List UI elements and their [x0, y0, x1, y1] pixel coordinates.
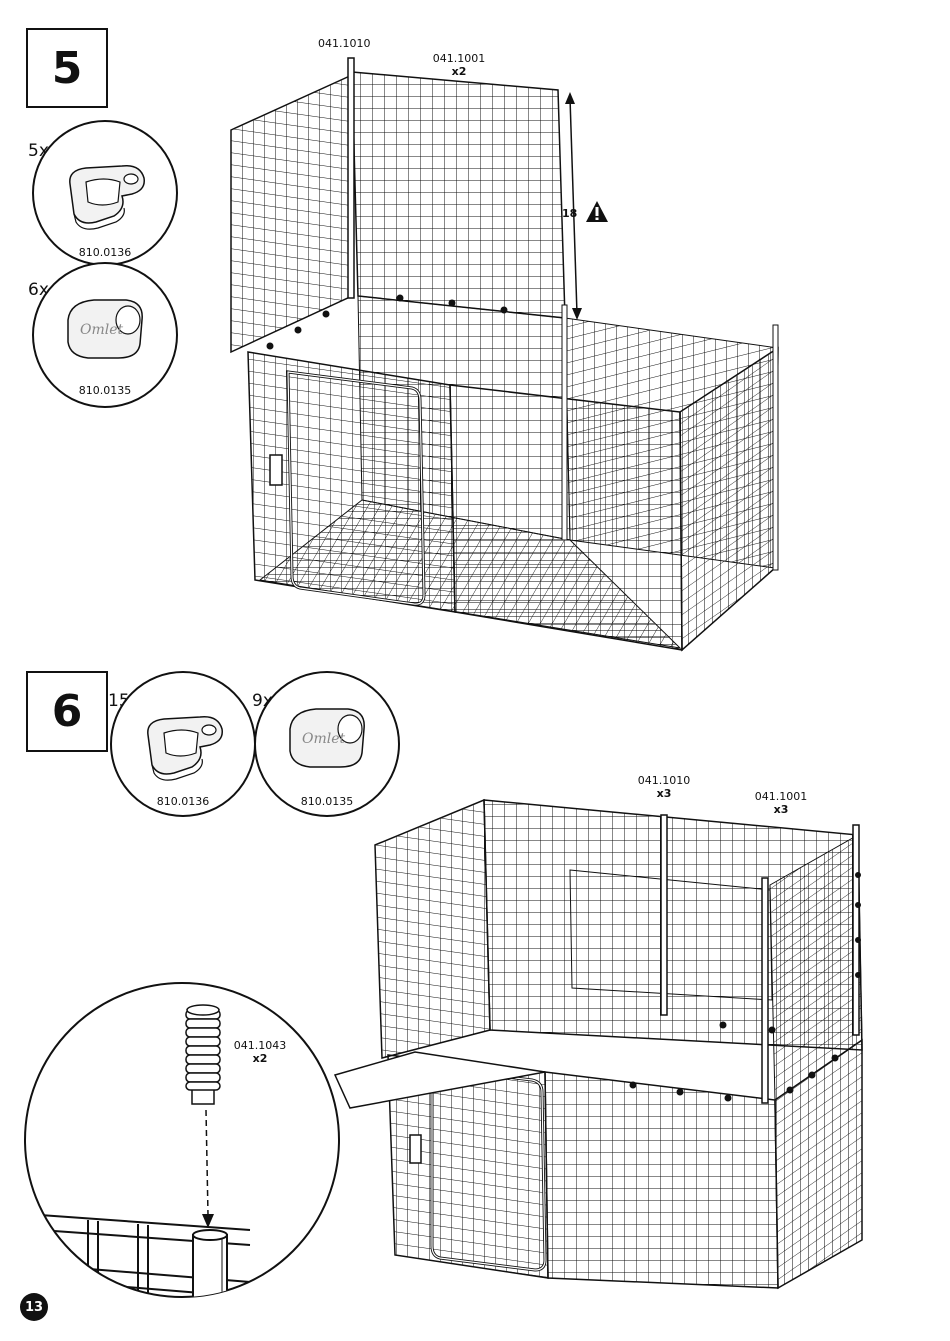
step6-panel-code: 041.1001 — [751, 790, 811, 803]
clip-half-icon — [34, 122, 176, 264]
step6-detail-qty: x2 — [253, 1052, 268, 1065]
step6-detail-label: 041.1043 x2 — [230, 1039, 290, 1065]
step5-post-label: 041.1010 — [318, 37, 371, 50]
panel-tall-back — [352, 72, 565, 318]
step5-height-label: 18 — [562, 207, 577, 220]
clip-connector-icon: Omlet — [256, 673, 398, 815]
door-latch — [410, 1135, 421, 1163]
step6-post-label: 041.1010 x3 — [634, 774, 694, 800]
connector-041-1043 — [186, 1005, 220, 1104]
panel-left-tall — [375, 800, 490, 1058]
clip-half-icon — [112, 673, 254, 815]
step6-part2-circle: Omlet 810.0135 — [254, 671, 400, 817]
step6-number: 6 — [52, 686, 83, 737]
step6-detail-code: 041.1043 — [230, 1039, 290, 1052]
post-041-1010 — [348, 58, 354, 298]
step6-part1-code: 810.0136 — [112, 795, 254, 808]
warning-triangle-icon — [584, 199, 610, 225]
step5-part2-circle: Omlet 810.0135 — [32, 262, 178, 408]
post-041-1010 — [661, 815, 667, 1015]
step5-panel-qty: x2 — [452, 65, 467, 78]
step6-clip-logo: Omlet — [302, 731, 346, 747]
step5-run-drawing — [231, 58, 778, 650]
step6-part1-circle: 810.0136 — [110, 671, 256, 817]
step5-part1-circle: 810.0136 — [32, 120, 178, 266]
panel-front-right — [545, 1072, 778, 1288]
step5-panel-code: 041.1001 — [432, 52, 486, 65]
panel-tall-left — [231, 75, 352, 352]
step5-panel-label: 041.1001 x2 — [432, 52, 486, 78]
step5-part1-code: 810.0136 — [34, 246, 176, 259]
step6-panel-label: 041.1001 x3 — [751, 790, 811, 816]
step6-part2-code: 810.0135 — [256, 795, 398, 808]
detail-view — [25, 983, 339, 1315]
step5-number-box: 5 — [26, 28, 108, 108]
step6-panel-qty: x3 — [774, 803, 789, 816]
step5-clip-logo: Omlet — [80, 322, 124, 338]
step6-number-box: 6 — [26, 671, 108, 752]
step6-run-drawing — [335, 800, 862, 1288]
step6-post-code: 041.1010 — [634, 774, 694, 787]
page-number: 13 — [20, 1293, 48, 1321]
door-latch — [270, 455, 282, 485]
step5-part2-code: 810.0135 — [34, 384, 176, 397]
step6-post-qty: x3 — [657, 787, 672, 800]
step5-number: 5 — [52, 43, 83, 94]
